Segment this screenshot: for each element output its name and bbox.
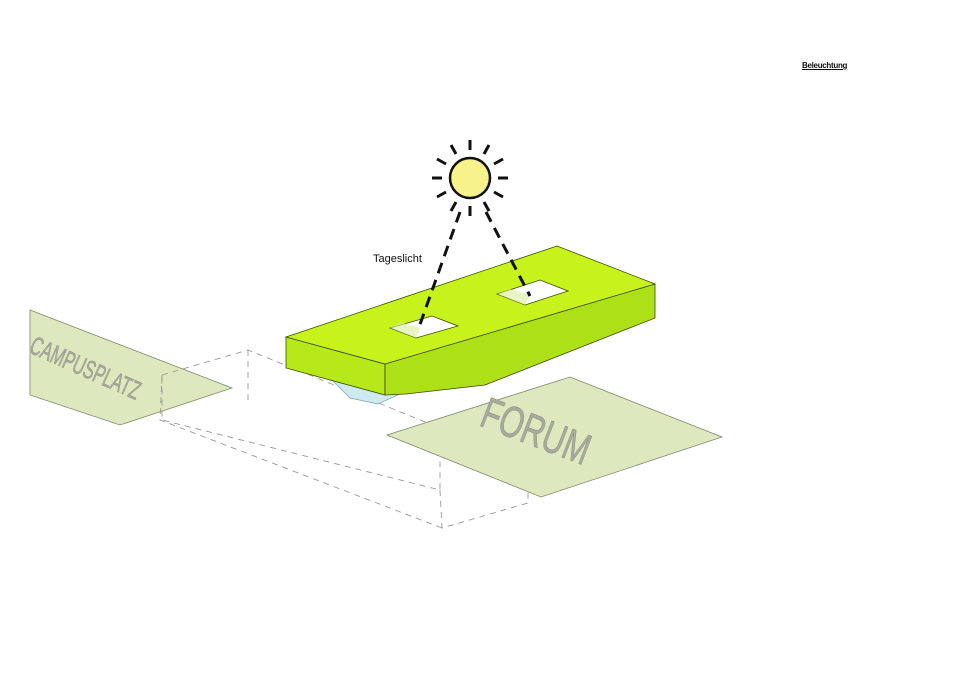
diagram-heading: Beleuchtung xyxy=(802,61,848,70)
light-ray-left xyxy=(416,211,462,331)
building-roof xyxy=(284,245,657,365)
sun-disc xyxy=(448,156,492,200)
light-ray-right xyxy=(484,211,532,297)
campusplatz-plaza: CAMPUSPLATZ xyxy=(25,309,234,426)
sun-icon xyxy=(432,140,508,216)
daylight-rays xyxy=(416,211,532,331)
forum-plaza: FORUM xyxy=(385,376,724,498)
forum-surface xyxy=(385,376,724,498)
daylight-label: Tageslicht xyxy=(373,253,422,265)
campusplatz-surface xyxy=(29,309,234,426)
dashed-volume-outline xyxy=(159,349,529,529)
building-volume xyxy=(284,245,657,405)
